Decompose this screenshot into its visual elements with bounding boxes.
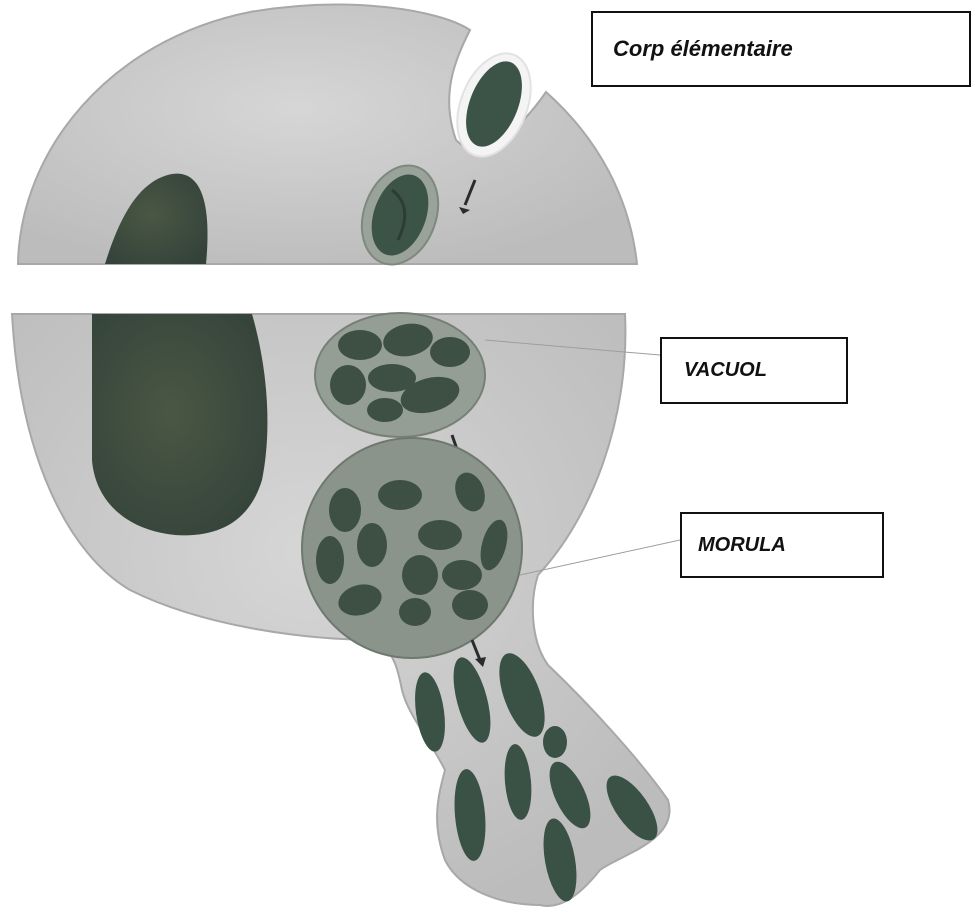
label-morula-text: MORULA: [698, 534, 786, 557]
label-vacuole-text: VACUOL: [684, 359, 767, 382]
label-elementary-body-text: Corp élémentaire: [613, 36, 793, 62]
lower-cell-segment: [12, 313, 670, 906]
vacuole: [315, 313, 485, 437]
label-elementary-body: Corp élémentaire: [591, 11, 971, 87]
label-morula: MORULA: [680, 512, 884, 578]
upper-cytoplasm: [18, 5, 637, 264]
nucleus-lower: [92, 314, 267, 535]
label-vacuole: VACUOL: [660, 337, 848, 404]
upper-cell-segment: [18, 5, 637, 276]
morula: [302, 438, 522, 658]
